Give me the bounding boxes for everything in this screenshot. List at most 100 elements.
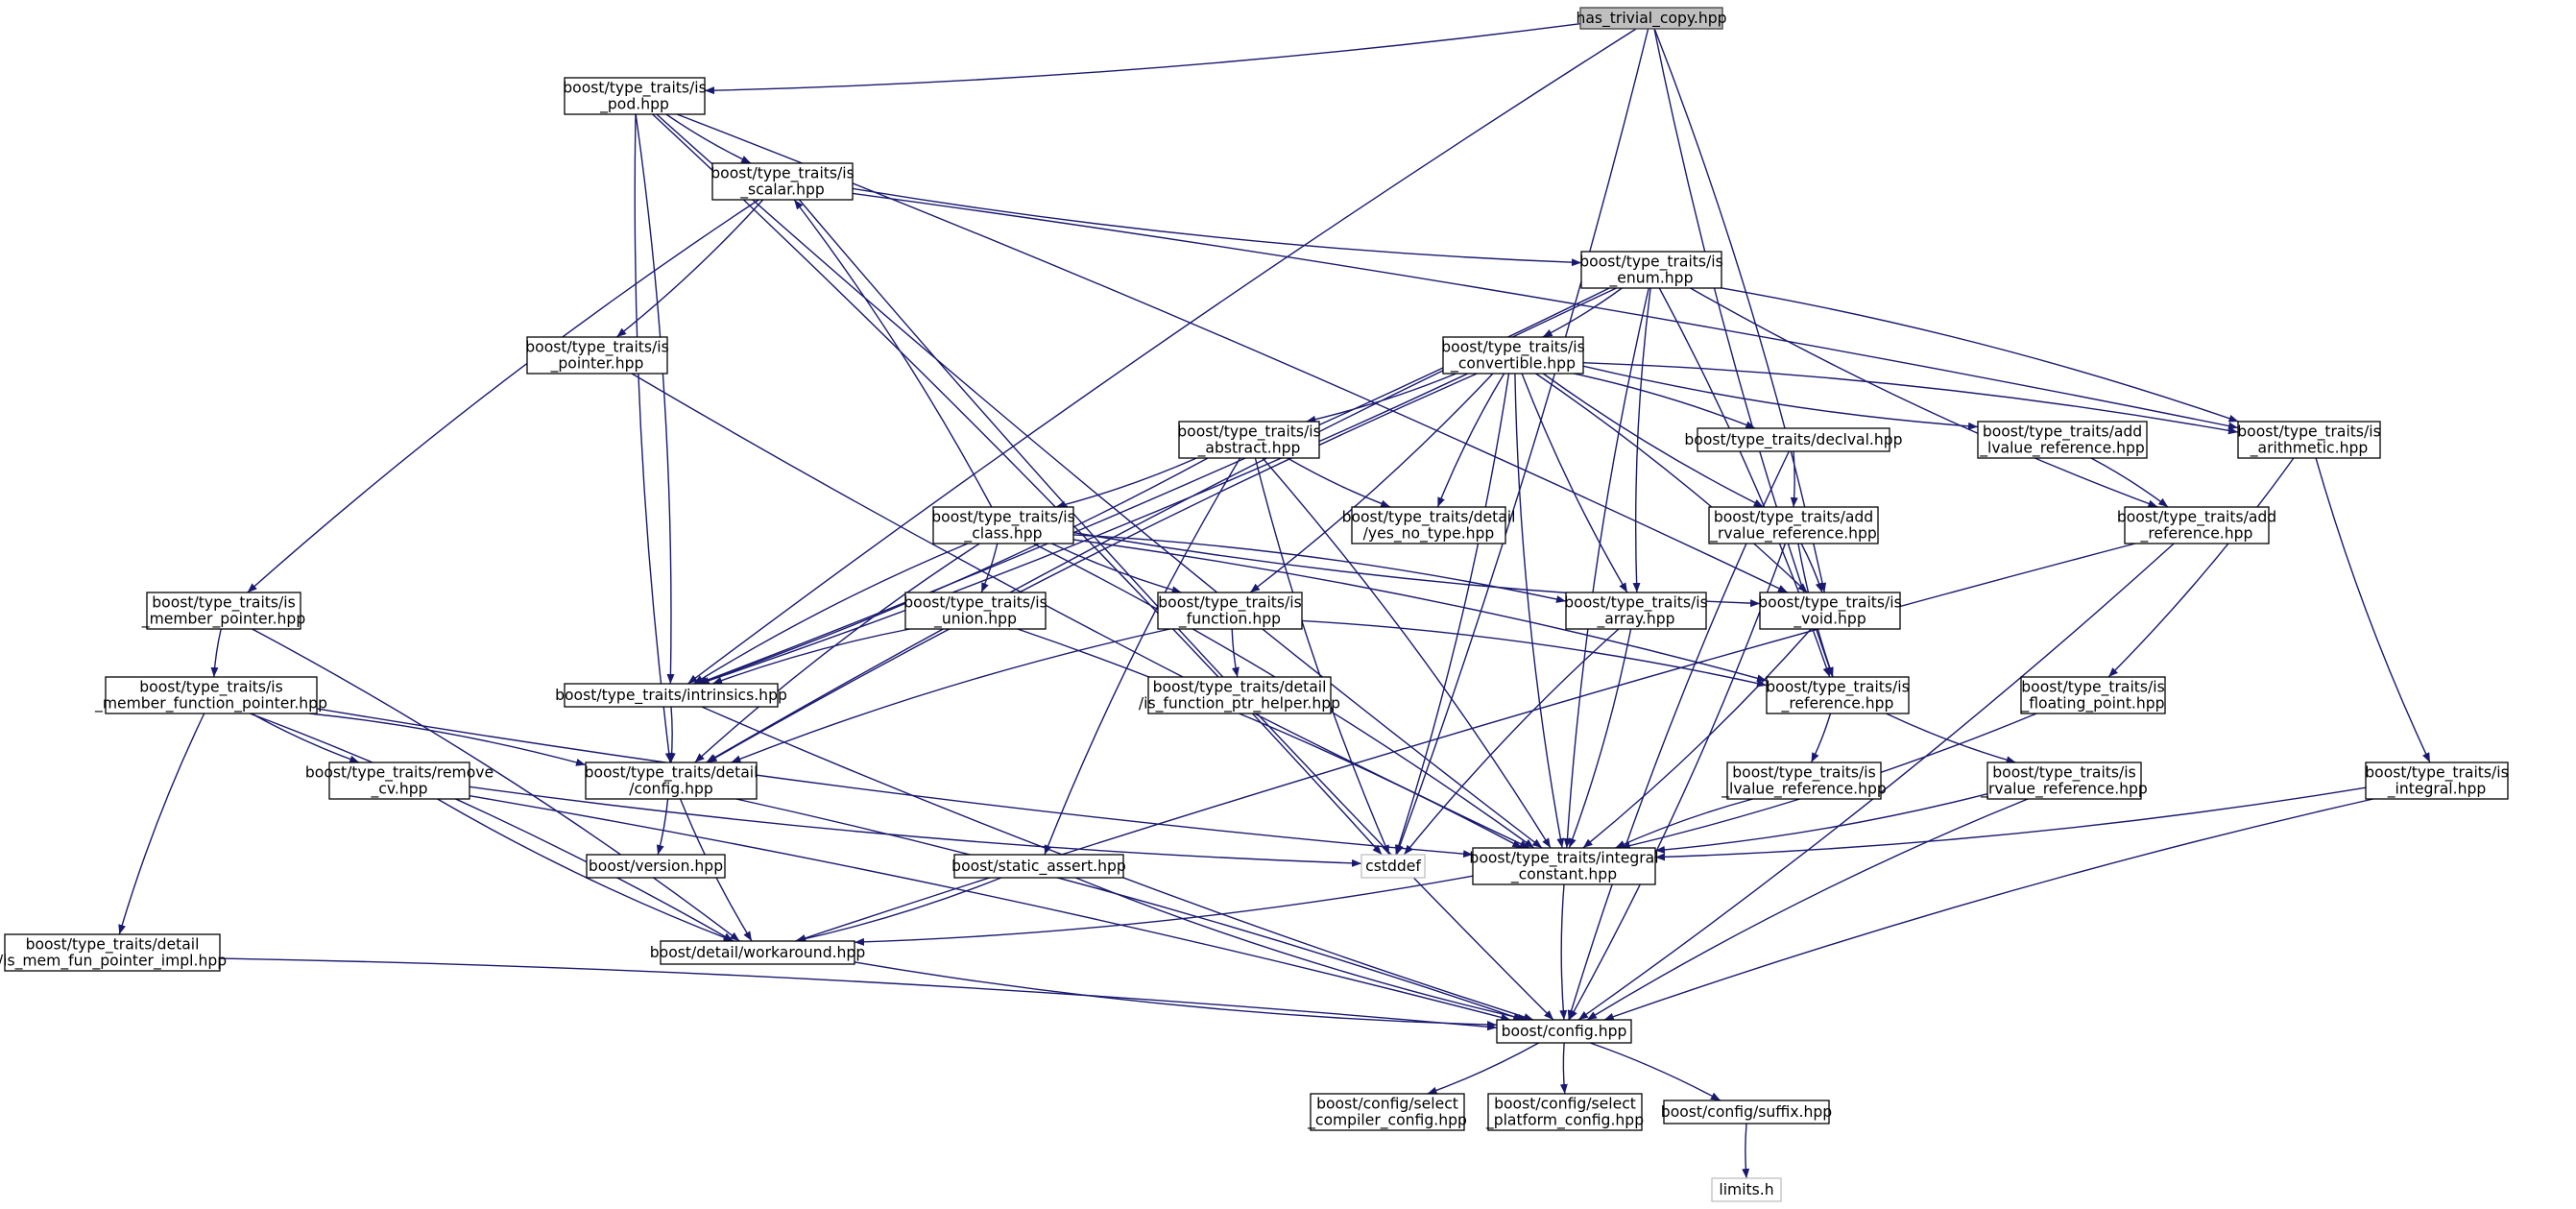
- node-is-pod[interactable]: boost/type_traits/is_pod.hpp: [563, 77, 707, 115]
- node-is-array[interactable]: boost/type_traits/is_array.hpp: [1564, 592, 1708, 630]
- node-remove-cv[interactable]: boost/type_traits/remove_cv.hpp: [305, 762, 494, 800]
- node-box[interactable]: [146, 592, 301, 630]
- node-box[interactable]: [711, 162, 854, 201]
- edge-is_scalar-to-is_member_pointer: [247, 199, 759, 593]
- node-label-line: boost/type_traits/add: [1714, 509, 1873, 527]
- node-box[interactable]: [1310, 1093, 1465, 1131]
- node-is-pointer[interactable]: boost/type_traits/is_pointer.hpp: [525, 336, 669, 375]
- edge-is_array-to-cstddef: [1403, 628, 1620, 856]
- node-is-arithmetic[interactable]: boost/type_traits/is_arithmetic.hpp: [2237, 421, 2381, 459]
- edge-remove_cv-to-workaround: [437, 798, 734, 942]
- node-label-line: boost/type_traits/is: [2237, 423, 2380, 442]
- node-is-function[interactable]: boost/type_traits/is_function.hpp: [1157, 592, 1303, 630]
- node-label-line: /yes_no_type.hpp: [1363, 525, 1495, 544]
- node-box[interactable]: [105, 676, 318, 714]
- node-box[interactable]: [932, 506, 1074, 544]
- node-box[interactable]: [1579, 7, 1723, 30]
- node-is-member-pointer[interactable]: boost/type_traits/is_member_pointer.hpp: [141, 592, 306, 630]
- node-box[interactable]: [1759, 592, 1901, 630]
- node-is-union[interactable]: boost/type_traits/is_union.hpp: [903, 592, 1047, 630]
- node-is-reference[interactable]: boost/type_traits/is_reference.hpp: [1766, 676, 1910, 714]
- node-config[interactable]: boost/config.hpp: [1496, 1019, 1632, 1044]
- node-box[interactable]: [953, 854, 1124, 879]
- node-label-line: boost/version.hpp: [589, 858, 723, 875]
- node-add-rvalue-reference[interactable]: boost/type_traits/add_rvalue_reference.h…: [1708, 506, 1879, 544]
- node-label-line: boost/type_traits/intrinsics.hpp: [555, 687, 787, 705]
- node-box[interactable]: [1351, 506, 1506, 544]
- node-label-line: _arithmetic.hpp: [2250, 440, 2369, 458]
- node-is-scalar[interactable]: boost/type_traits/is_scalar.hpp: [710, 162, 855, 201]
- node-is-abstract[interactable]: boost/type_traits/is_abstract.hpp: [1177, 421, 1321, 459]
- node-intrinsics[interactable]: boost/type_traits/intrinsics.hpp: [555, 683, 787, 708]
- node-limits[interactable]: limits.h: [1711, 1177, 1782, 1202]
- node-box[interactable]: [1726, 762, 1882, 800]
- node-label-line: boost/type_traits/detail: [26, 936, 200, 955]
- node-integral-constant[interactable]: boost/type_traits/integral_constant.hpp: [1469, 847, 1659, 885]
- node-box[interactable]: [1157, 592, 1303, 630]
- node-box[interactable]: [585, 762, 758, 800]
- node-is-rvalue-reference[interactable]: boost/type_traits/is_rvalue_reference.hp…: [1980, 762, 2148, 800]
- node-box[interactable]: [4, 933, 221, 972]
- node-box[interactable]: [1178, 421, 1320, 459]
- node-is-floating-point[interactable]: boost/type_traits/is_floating_point.hpp: [2020, 676, 2166, 714]
- node-is-class[interactable]: boost/type_traits/is_class.hpp: [931, 506, 1075, 544]
- node-select-compiler-config[interactable]: boost/config/select_compiler_config.hpp: [1307, 1093, 1467, 1131]
- node-is-lvalue-reference[interactable]: boost/type_traits/is_lvalue_reference.hp…: [1721, 762, 1887, 800]
- node-box[interactable]: [1472, 847, 1656, 885]
- node-detail-config[interactable]: boost/type_traits/detail/config.hpp: [585, 762, 758, 800]
- node-is-convertible[interactable]: boost/type_traits/is_convertible.hpp: [1441, 336, 1585, 375]
- node-version[interactable]: boost/version.hpp: [586, 854, 726, 879]
- node-box[interactable]: [1147, 676, 1332, 714]
- node-box[interactable]: [904, 592, 1047, 630]
- node-box[interactable]: [1487, 1093, 1643, 1131]
- edge-is_reference-to-is_rvalue_reference: [1886, 713, 2016, 764]
- node-is-enum[interactable]: boost/type_traits/is_enum.hpp: [1579, 251, 1723, 289]
- node-box[interactable]: [660, 940, 855, 965]
- node-box[interactable]: [1977, 421, 2148, 459]
- edge-is_lvalue_reference-to-integral_constant: [1615, 798, 1753, 849]
- node-box[interactable]: [1442, 336, 1584, 375]
- node-is-void[interactable]: boost/type_traits/is_void.hpp: [1758, 592, 1902, 630]
- node-box[interactable]: [2020, 676, 2166, 714]
- node-is-mem-fun-pointer-impl[interactable]: boost/type_traits/detail/is_mem_fun_poin…: [0, 933, 227, 972]
- node-box[interactable]: [1360, 854, 1426, 879]
- node-is-member-function-pointer[interactable]: boost/type_traits/is_member_function_poi…: [94, 676, 327, 714]
- node-box[interactable]: [1711, 1177, 1782, 1202]
- node-label-line: boost/config.hpp: [1502, 1023, 1627, 1040]
- node-root[interactable]: has_trivial_copy.hpp: [1576, 7, 1727, 30]
- node-box[interactable]: [2365, 762, 2509, 800]
- node-is-function-ptr-helper[interactable]: boost/type_traits/detail/is_function_ptr…: [1139, 676, 1340, 714]
- node-label-line: _lvalue_reference.hpp: [1979, 440, 2145, 458]
- node-box[interactable]: [1565, 592, 1707, 630]
- node-box[interactable]: [564, 77, 706, 115]
- node-static-assert[interactable]: boost/static_assert.hpp: [951, 854, 1126, 879]
- node-cstddef[interactable]: cstddef: [1360, 854, 1426, 879]
- node-suffix[interactable]: boost/config/suffix.hpp: [1661, 1100, 1832, 1124]
- node-box[interactable]: [564, 683, 779, 708]
- node-box[interactable]: [1986, 762, 2142, 800]
- node-box[interactable]: [586, 854, 726, 879]
- edge-is_class-to-detail_config: [694, 543, 980, 763]
- node-box[interactable]: [526, 336, 668, 375]
- node-box[interactable]: [1580, 251, 1722, 289]
- edge-is_integral-to-integral_constant: [1654, 786, 2367, 861]
- node-is-integral[interactable]: boost/type_traits/is_integral.hpp: [2365, 762, 2509, 800]
- node-yes-no-type[interactable]: boost/type_traits/detail/yes_no_type.hpp: [1342, 506, 1516, 544]
- node-add-lvalue-reference[interactable]: boost/type_traits/add_lvalue_reference.h…: [1977, 421, 2148, 459]
- edge-is_class-to-is_scalar: [793, 199, 993, 508]
- node-box[interactable]: [1663, 1100, 1830, 1124]
- edge-is_function-to-is_reference: [1301, 619, 1768, 688]
- node-box[interactable]: [2124, 506, 2270, 544]
- node-box[interactable]: [2237, 421, 2381, 459]
- node-add-reference[interactable]: boost/type_traits/add_reference.hpp: [2117, 506, 2276, 544]
- node-declval[interactable]: boost/type_traits/declval.hpp: [1684, 427, 1903, 452]
- node-box[interactable]: [328, 762, 470, 800]
- node-select-platform-config[interactable]: boost/config/select_platform_config.hpp: [1485, 1093, 1644, 1131]
- node-box[interactable]: [1697, 427, 1890, 452]
- node-box[interactable]: [1766, 676, 1910, 714]
- node-box[interactable]: [1496, 1019, 1632, 1044]
- node-label-line: _scalar.hpp: [739, 181, 825, 200]
- node-box[interactable]: [1708, 506, 1879, 544]
- node-workaround[interactable]: boost/detail/workaround.hpp: [650, 940, 866, 965]
- node-label-line: _platform_config.hpp: [1485, 1112, 1644, 1130]
